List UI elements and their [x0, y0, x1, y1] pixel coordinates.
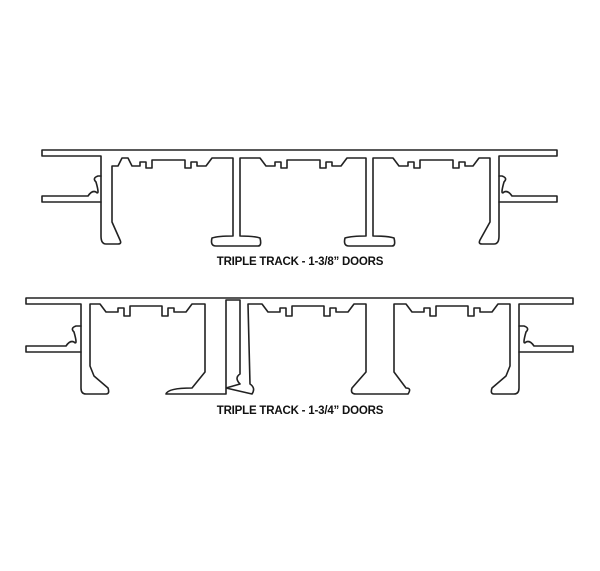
track-profile-1-3-8	[0, 140, 600, 255]
track-profile-outline	[25, 297, 574, 395]
diagram-caption-1-3-8: TRIPLE TRACK - 1-3/8” DOORS	[216, 256, 384, 268]
track-profile-1-3-4	[0, 290, 600, 400]
diagram-caption-1-3-4: TRIPLE TRACK - 1-3/4” DOORS	[216, 405, 384, 417]
track-profile-outline	[41, 149, 558, 247]
